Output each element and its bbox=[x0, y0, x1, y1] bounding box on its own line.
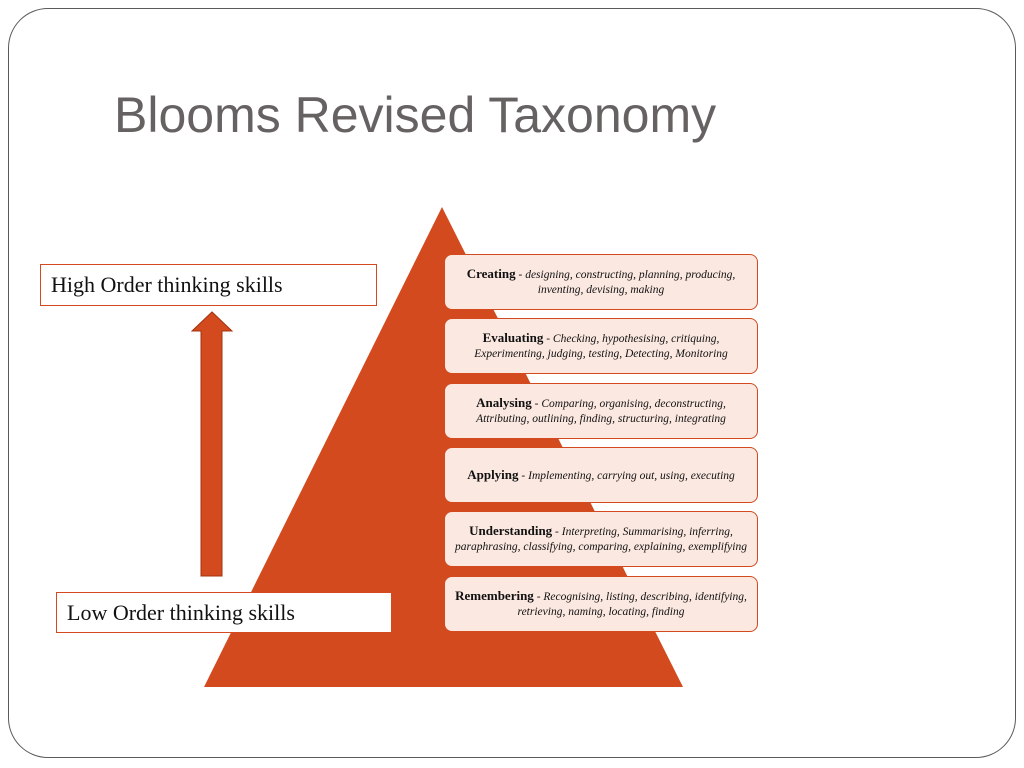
level-name: Evaluating bbox=[482, 330, 544, 345]
level-verbs: Implementing, carrying out, using, execu… bbox=[528, 469, 735, 482]
level-separator: - bbox=[543, 333, 553, 345]
level-name: Applying bbox=[467, 466, 519, 482]
up-arrow bbox=[190, 311, 234, 577]
level-evaluating: Evaluating - Checking, hypothesising, cr… bbox=[444, 318, 758, 374]
level-separator: - bbox=[515, 269, 526, 281]
low-order-label: Low Order thinking skills bbox=[56, 592, 392, 633]
level-creating: Creating - designing, constructing, plan… bbox=[444, 254, 758, 310]
level-verbs: Interpreting, Summarising, inferring, pa… bbox=[455, 526, 747, 553]
level-name: Remembering bbox=[455, 588, 534, 603]
level-separator: - bbox=[518, 469, 529, 482]
level-separator: - bbox=[533, 591, 544, 603]
level-name: Understanding bbox=[469, 523, 553, 538]
slide-title: Blooms Revised Taxonomy bbox=[114, 87, 717, 143]
level-separator: - bbox=[552, 526, 562, 538]
level-verbs: Checking, hypothesising, critiquing, Exp… bbox=[474, 333, 728, 360]
pyramid-triangle bbox=[204, 207, 683, 687]
level-verbs: Recognising, listing, describing, identi… bbox=[517, 591, 747, 618]
level-name: Creating bbox=[466, 266, 516, 281]
high-order-label: High Order thinking skills bbox=[40, 264, 377, 306]
level-verbs: Comparing, organising, deconstructing, A… bbox=[476, 398, 726, 425]
level-name: Analysing bbox=[476, 395, 532, 410]
level-verbs: designing, constructing, planning, produ… bbox=[525, 269, 736, 296]
level-remembering: Remembering - Recognising, listing, desc… bbox=[444, 576, 758, 632]
level-separator: - bbox=[531, 398, 542, 410]
level-applying: Applying - Implementing, carrying out, u… bbox=[444, 447, 758, 503]
level-analysing: Analysing - Comparing, organising, decon… bbox=[444, 383, 758, 439]
level-understanding: Understanding - Interpreting, Summarisin… bbox=[444, 511, 758, 567]
